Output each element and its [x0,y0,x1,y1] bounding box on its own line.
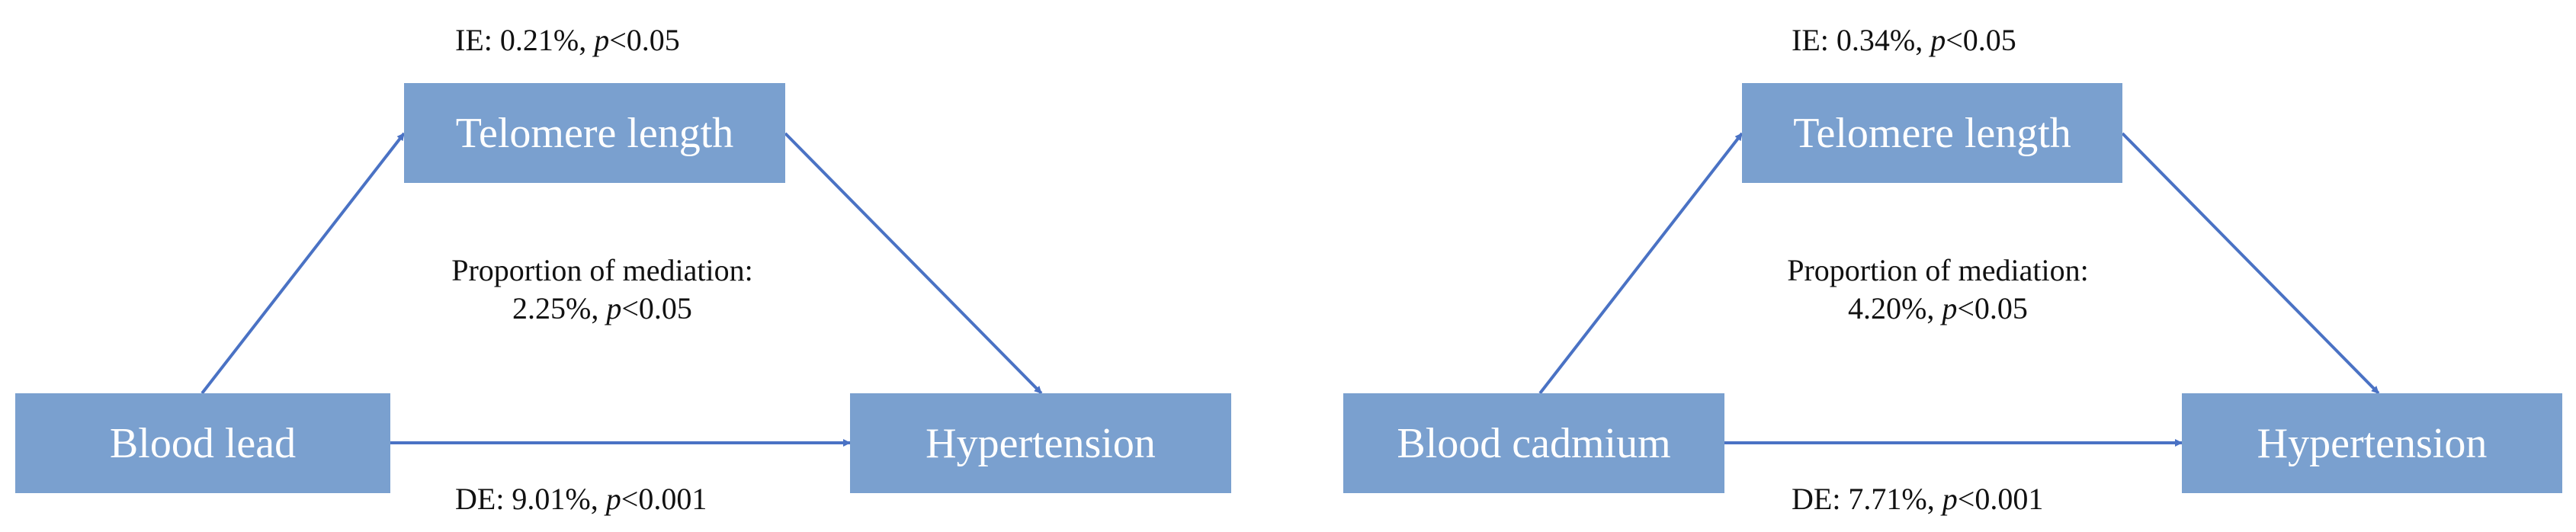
arrow-mediator-to-outcome [784,132,1043,395]
arrow-exposure-to-mediator [1538,132,1744,395]
exposure-box: Blood cadmium [1343,393,1724,493]
mediator-label: Telomere length [1793,109,2071,157]
outcome-box: Hypertension [2182,393,2562,493]
mediator-label: Telomere length [455,109,734,157]
exposure-label: Blood lead [109,419,297,467]
mediation-diagram-lead: Blood lead Telomere length Hypertension … [15,23,1231,516]
mediator-box: Telomere length [1742,83,2122,183]
outcome-label: Hypertension [925,419,1156,467]
proportion-mediation-label: Proportion of mediation: 2.25%, p<0.05 [381,252,823,328]
proportion-value: 2.25%, p<0.05 [512,291,692,325]
arrows-layer [200,132,1043,447]
arrow-mediator-to-outcome [2121,132,2380,395]
indirect-effect-label: IE: 0.34%, p<0.05 [1792,23,2016,57]
proportion-title: Proportion of mediation: [451,253,753,287]
indirect-effect-label: IE: 0.21%, p<0.05 [455,23,680,57]
arrow-exposure-to-mediator [200,132,406,395]
exposure-label: Blood cadmium [1397,419,1671,467]
proportion-title: Proportion of mediation: [1787,253,2089,287]
mediation-diagram-cadmium: Blood cadmium Telomere length Hypertensi… [1343,0,2576,532]
proportion-mediation-label: Proportion of mediation: 4.20%, p<0.05 [1717,252,2159,328]
arrows-layer [1538,132,2380,447]
direct-effect-label: DE: 7.71%, p<0.001 [1792,482,2044,516]
proportion-value: 4.20%, p<0.05 [1848,291,2028,325]
outcome-box: Hypertension [850,393,1231,493]
exposure-box: Blood lead [15,393,390,493]
outcome-label: Hypertension [2257,419,2488,467]
mediator-box: Telomere length [404,83,785,183]
direct-effect-label: DE: 9.01%, p<0.001 [455,482,707,516]
